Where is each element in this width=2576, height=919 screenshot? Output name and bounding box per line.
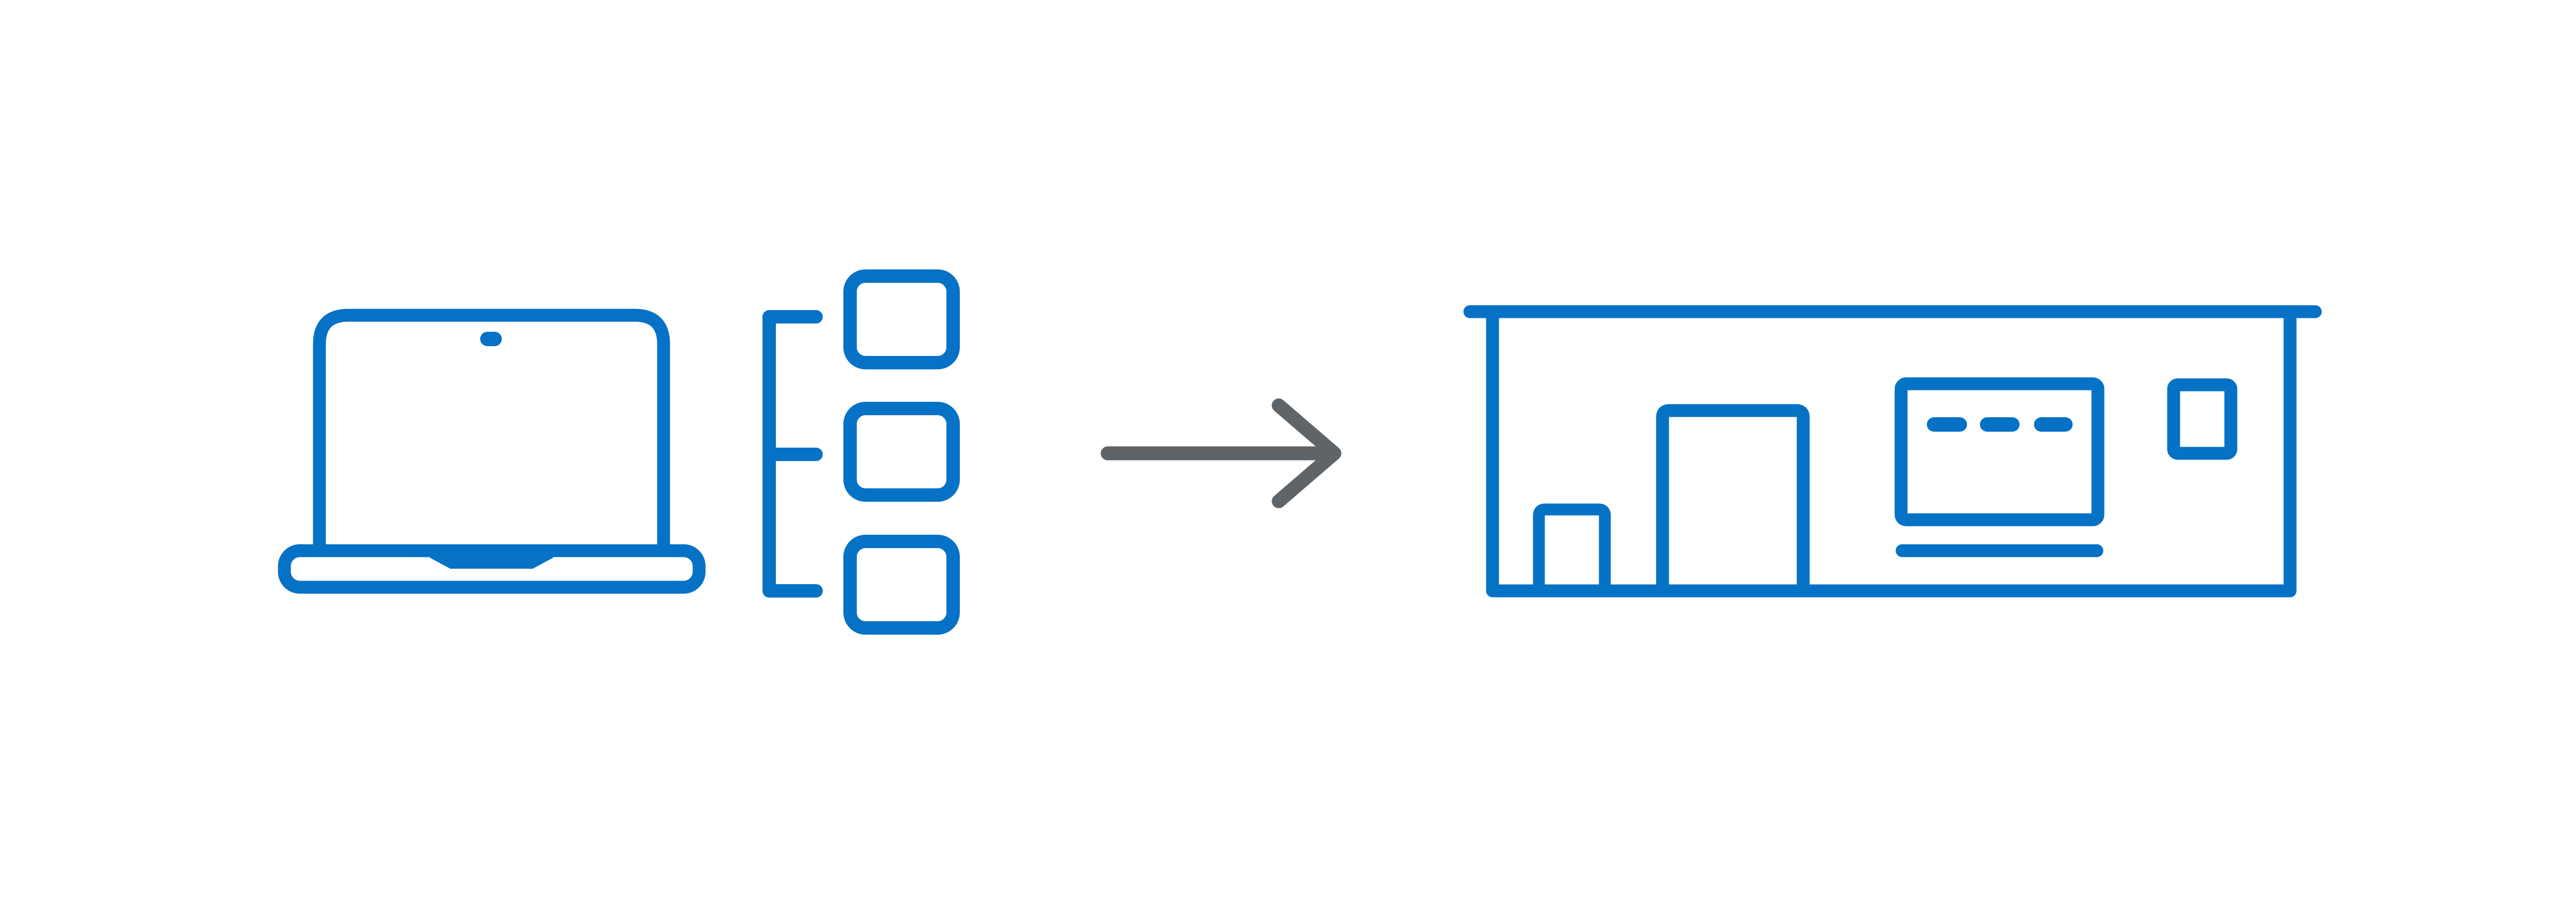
laptop-icon <box>278 309 706 594</box>
laptop-camera-icon <box>480 332 502 346</box>
server-panel <box>1894 377 2105 526</box>
arrow-right-icon <box>1100 398 1342 508</box>
server-panel-dash-2 <box>1980 417 2020 432</box>
server-panel-dash-1 <box>1927 417 1967 432</box>
laptop-screen <box>313 309 670 551</box>
tree-node-middle <box>843 402 960 502</box>
config-tree-icon <box>762 269 960 635</box>
tree-node-top <box>843 269 960 369</box>
building-walls-floor <box>1486 316 2297 598</box>
building-small-box <box>1533 503 1611 591</box>
datacenter-building-icon <box>1463 305 2322 598</box>
arrow-head <box>1272 398 1342 508</box>
laptop-base-notch <box>423 545 560 569</box>
tree-node-bottom <box>843 535 960 635</box>
building-window <box>2167 378 2238 460</box>
server-panel-dash-3 <box>2034 417 2073 432</box>
building-door <box>1656 404 1810 591</box>
